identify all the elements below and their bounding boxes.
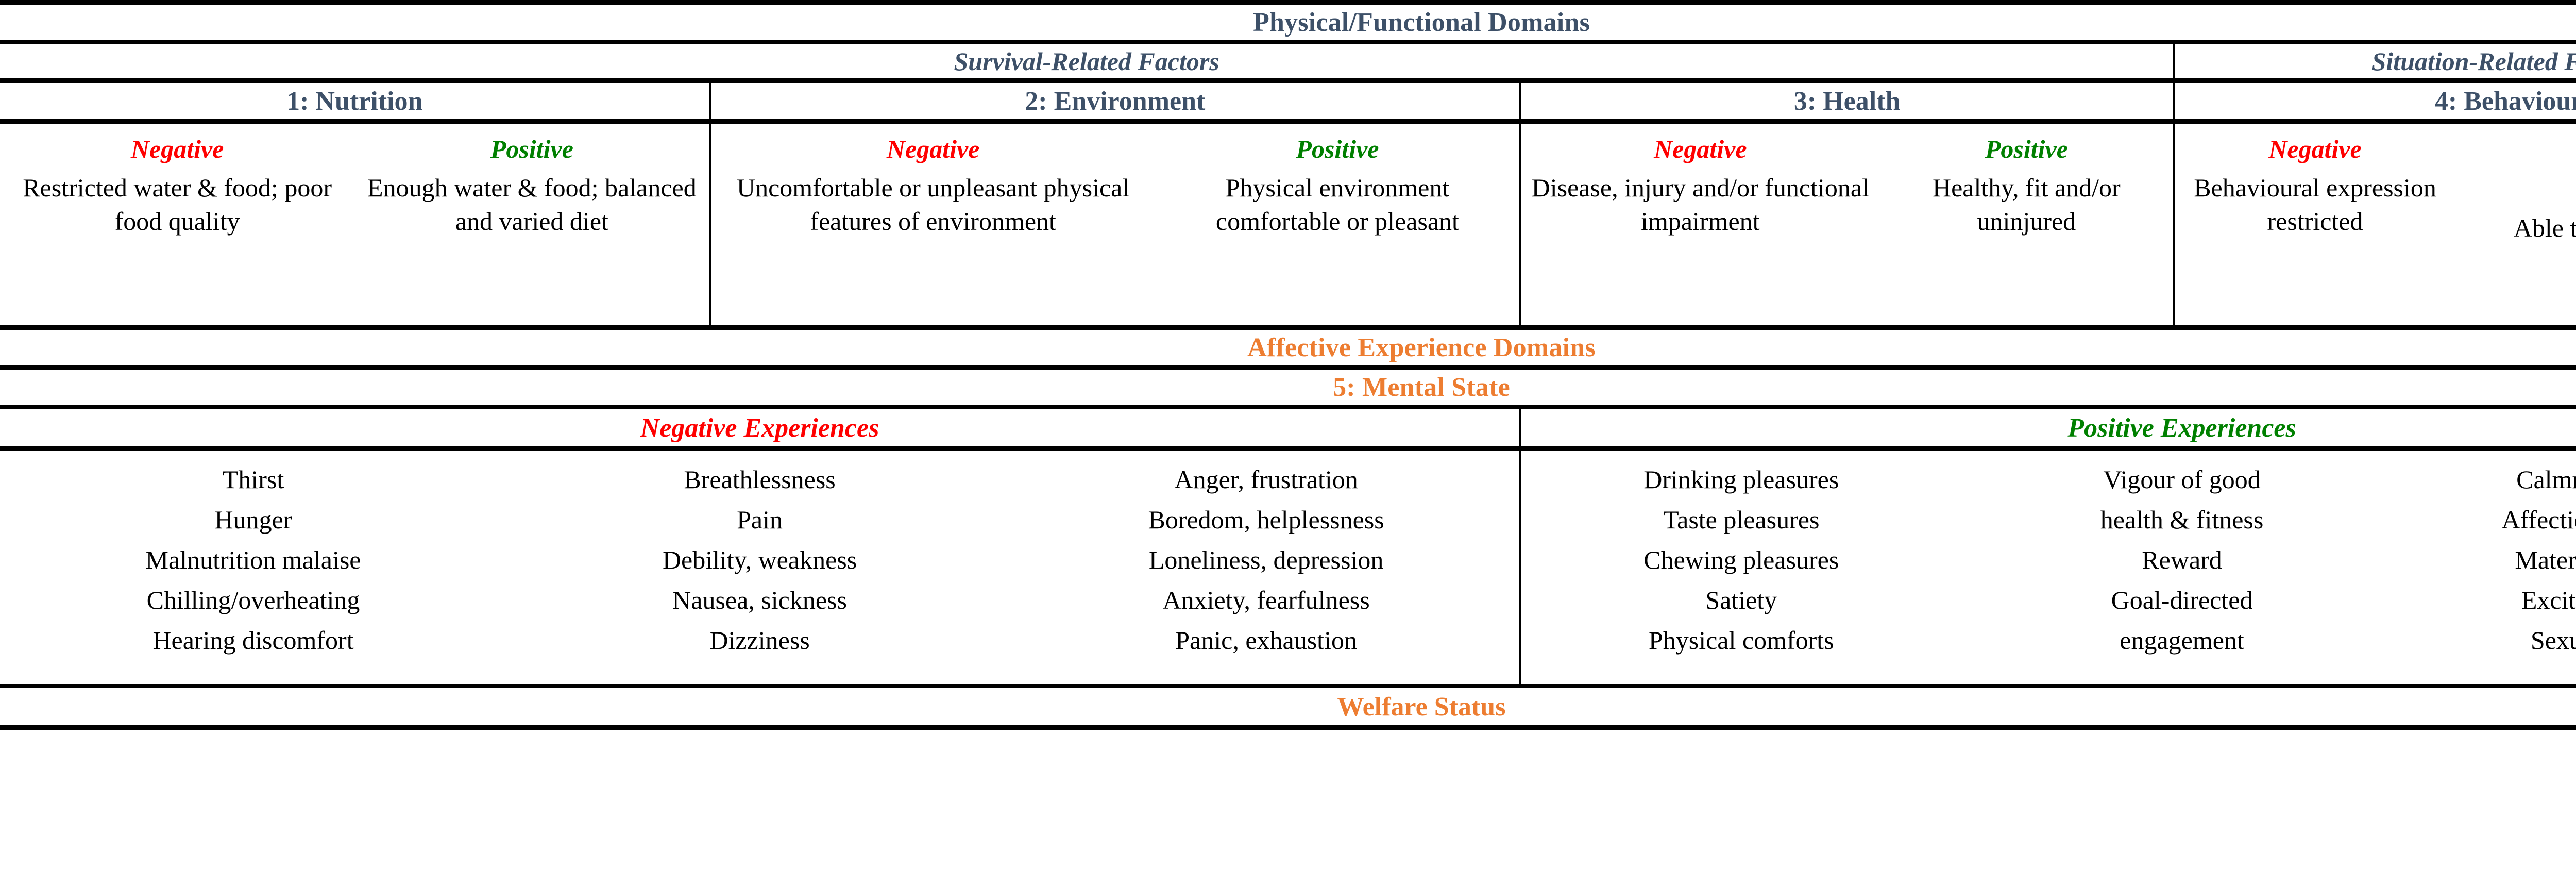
domain-headings-row: 1: Nutrition 2: Environment 3: Health 4:… [0,83,2576,124]
list-item: Pain [737,505,783,534]
affective-domains-banner-row: Affective Experience Domains [0,330,2576,370]
health-negative-cell: Negative Disease, injury and/or function… [1521,124,1879,325]
nutrition-positive-text: Enough water & food; balanced and varied… [367,173,697,236]
experience-lists-row: Thirst Hunger Malnutrition malaise Chill… [0,451,2576,688]
negative-experiences-header: Negative Experiences [0,409,1521,446]
mental-state-heading-row: 5: Mental State [0,370,2576,409]
domain-heading-mental-state: 5: Mental State [1333,372,1510,402]
physical-domains-banner: Physical/Functional Domains [1252,7,1590,37]
health-negative-text: Disease, injury and/or functional impair… [1531,173,1869,236]
positive-experiences-column-1: Drinking pleasures Taste pleasures Chewi… [1521,451,1961,684]
list-item: Physical comforts [1648,626,1834,655]
environment-negative-cell: Negative Uncomfortable or unpleasant phy… [711,124,1156,325]
nutrition-positive-label: Positive [490,135,573,163]
list-item: Anger, frustration [1174,465,1358,494]
positive-experiences-column-3: Calmness, in control Affectionate sociab… [2402,451,2576,684]
behaviour-negative-text: Behavioural expression restricted [2194,173,2436,236]
domain-column-nutrition: Negative Restricted water & food; poor f… [0,124,711,325]
list-item: Calmness, in control [2516,465,2576,494]
list-item: Dizziness [709,626,810,655]
welfare-status-row: Welfare Status [0,688,2576,725]
domain-heading-health: 3: Health [1521,83,2175,119]
list-item: engagement [2120,626,2244,655]
list-item: Maternally rewarded [2515,545,2576,574]
domain-heading-nutrition: 1: Nutrition [0,83,711,119]
environment-positive-cell: Positive Physical environment comfortabl… [1156,124,1519,325]
list-item: Hunger [214,505,292,534]
list-item: Chewing pleasures [1643,545,1839,574]
list-item: Drinking pleasures [1643,465,1839,494]
negative-experiences-column-2: Breathlessness Pain Debility, weakness N… [506,451,1013,684]
behaviour-positive-cell: Positive Able to express rewarding behav… [2455,124,2576,325]
affective-domains-banner: Affective Experience Domains [1247,332,1596,362]
list-item: Reward [2142,545,2222,574]
behaviour-positive-text: Able to express rewarding behaviours [2513,213,2576,242]
environment-negative-label: Negative [886,135,980,163]
list-item: Nausea, sickness [672,586,847,614]
behaviour-negative-cell: Negative Behavioural expression restrict… [2175,124,2455,325]
list-item: Hearing discomfort [152,626,354,655]
list-item: Loneliness, depression [1148,545,1384,574]
positive-experiences-block: Drinking pleasures Taste pleasures Chewi… [1521,451,2576,684]
domain-heading-behaviour: 4: Behaviour [2434,86,2576,116]
negative-experiences-column-3: Anger, frustration Boredom, helplessness… [1013,451,1519,684]
list-item: Sexually gratified [2530,626,2576,655]
experience-headers-row: Negative Experiences Positive Experience… [0,409,2576,451]
negative-experiences-block: Thirst Hunger Malnutrition malaise Chill… [0,451,1521,684]
list-item: Boredom, helplessness [1148,505,1384,534]
list-item: Breathlessness [684,465,836,494]
environment-positive-text: Physical environment comfortable or plea… [1215,173,1459,236]
health-positive-label: Positive [1985,135,2068,163]
environment-positive-label: Positive [1296,135,1379,163]
list-item: health & fitness [2100,505,2264,534]
list-item: Taste pleasures [1663,505,1820,534]
list-item: Vigour of good [2103,465,2261,494]
positive-experiences-column-2: Vigour of good health & fitness Reward G… [1961,451,2402,684]
environment-negative-text: Uncomfortable or unpleasant physical fea… [737,173,1130,236]
list-item: Debility, weakness [662,545,857,574]
list-item: Satiety [1705,586,1777,614]
health-negative-label: Negative [1654,135,1747,163]
nutrition-negative-cell: Negative Restricted water & food; poor f… [0,124,354,325]
health-positive-cell: Positive Healthy, fit and/or uninjured [1879,124,2173,325]
list-item: Excited playfulness [2521,586,2576,614]
situation-related-factors-label: Situation-Related Factors [2371,47,2576,76]
behaviour-negative-label: Negative [2268,135,2362,163]
domain-column-health: Negative Disease, injury and/or function… [1521,124,2175,325]
nutrition-negative-label: Negative [130,135,224,163]
domain-column-environment: Negative Uncomfortable or unpleasant phy… [711,124,1521,325]
list-item: Goal-directed [2111,586,2253,614]
list-item: Affectionate sociability [2501,505,2576,534]
nutrition-positive-cell: Positive Enough water & food; balanced a… [354,124,709,325]
factor-groups-row: Survival-Related Factors Situation-Relat… [0,44,2576,83]
list-item: Chilling/overheating [146,586,360,614]
domain-content-row: Negative Restricted water & food; poor f… [0,124,2576,330]
list-item: Panic, exhaustion [1175,626,1357,655]
welfare-status-label: Welfare Status [1337,692,1506,722]
list-item: Thirst [222,465,284,494]
physical-domains-banner-row: Physical/Functional Domains [0,5,2576,44]
list-item: Malnutrition malaise [145,545,361,574]
list-item: Anxiety, fearfulness [1162,586,1370,614]
positive-experiences-header: Positive Experiences [2067,413,2296,443]
health-positive-text: Healthy, fit and/or uninjured [1933,173,2121,236]
negative-experiences-column-1: Thirst Hunger Malnutrition malaise Chill… [0,451,506,684]
domain-column-behaviour: Negative Behavioural expression restrict… [2175,124,2576,325]
domain-heading-environment: 2: Environment [711,83,1521,119]
survival-related-factors-label: Survival-Related Factors [0,44,2175,78]
five-domains-table: Physical/Functional Domains Survival-Rel… [0,0,2576,730]
nutrition-negative-text: Restricted water & food; poor food quali… [23,173,332,236]
